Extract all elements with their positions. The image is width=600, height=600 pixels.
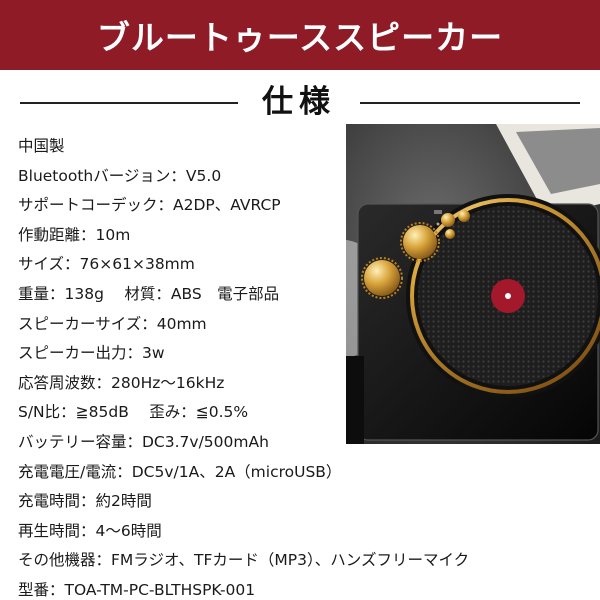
heading-rule-right	[360, 102, 580, 104]
spec-line: 充電時間：約2時間	[18, 492, 152, 511]
spec-line: バッテリー容量：DC3.7v/500mAh	[18, 432, 269, 451]
spec-heading: 仕様	[0, 80, 600, 124]
spec-line: 作動距離：10m	[18, 225, 131, 244]
spec-line: その他機器：FMラジオ、TFカード（MP3）、ハンズフリーマイク	[18, 551, 470, 570]
spec-list: 中国製 Bluetoothバージョン：V5.0 サポートコーデック：A2DP、A…	[18, 132, 588, 600]
speaker-product-photo	[346, 124, 600, 444]
banner-title: ブルートゥーススピーカー	[96, 18, 504, 57]
spec-line: 重量：138g 材質：ABS 電子部品	[18, 284, 280, 303]
spec-line: 再生時間：4～6時間	[18, 521, 162, 540]
spec-line: サポートコーデック：A2DP、AVRCP	[18, 196, 281, 215]
spec-line: 応答周波数：280Hz～16kHz	[18, 373, 225, 392]
spec-line: Bluetoothバージョン：V5.0	[18, 166, 222, 185]
spec-line: スピーカーサイズ：40mm	[18, 314, 207, 333]
spec-heading-text: 仕様	[262, 84, 336, 120]
spec-line: 中国製	[18, 137, 65, 155]
spec-line: 充電電圧/電流：DC5v/1A、2A（microUSB）	[18, 462, 342, 481]
spec-line: サイズ：76×61×38mm	[18, 255, 195, 274]
heading-rule-left	[20, 102, 238, 104]
title-banner: ブルートゥーススピーカー	[0, 0, 600, 70]
spec-line: スピーカー出力：3w	[18, 344, 165, 363]
spec-line: S/N比：≧85dB 歪み：≦0.5%	[18, 403, 249, 422]
spec-line: 型番：TOA-TM-PC-BLTHSPK-001	[18, 580, 256, 599]
